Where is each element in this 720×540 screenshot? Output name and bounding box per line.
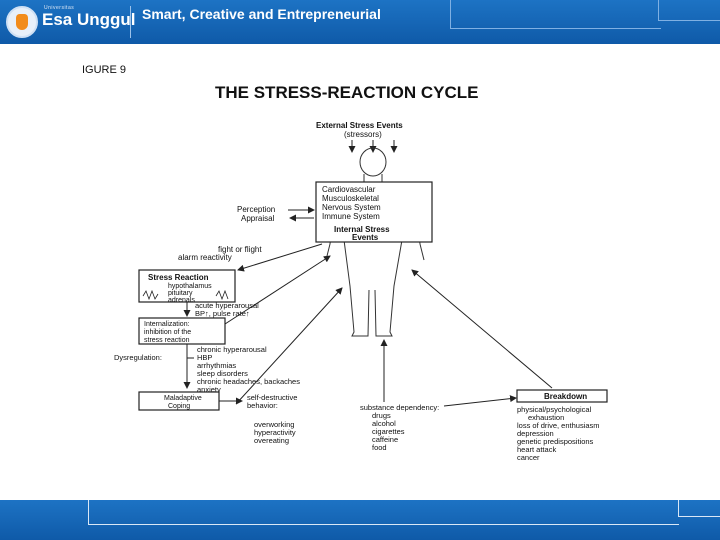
header-decoration-line (450, 0, 661, 29)
substance-item: food (372, 443, 387, 452)
header-decoration-line (658, 0, 720, 21)
behavior-item: hyperactivity (254, 428, 296, 437)
brand-name: Esa Unggul (42, 10, 136, 29)
breakdown-item: exhaustion (528, 413, 564, 422)
fight-flight-label: fight or flight (218, 245, 262, 254)
breakdown-item: physical/psychological (517, 405, 592, 414)
internalization-box (138, 317, 226, 345)
behavior-item: overworking (254, 420, 294, 429)
maladaptive-label: Maladaptive (164, 395, 202, 402)
self-destructive-label: self-destructive (247, 393, 297, 402)
stress-reaction-item: adrenals (168, 297, 195, 304)
diagram-panel-extension (639, 128, 691, 482)
stressors-label: (stressors) (344, 130, 382, 139)
substance-label: substance dependency: (360, 403, 439, 412)
footer-decoration-line (88, 500, 679, 525)
breakdown-item: heart attack (517, 445, 556, 454)
zigzag-icon (142, 289, 229, 301)
stress-reaction-title: Stress Reaction (148, 273, 209, 282)
alarm-reactivity-label: alarm reactivity (178, 253, 232, 262)
stress-reaction-item: hypothalamus (168, 283, 212, 290)
chronic-item: chronic headaches, backaches (197, 377, 300, 386)
substance-item: caffeine (372, 435, 398, 444)
acute-bp-label: BP↑, pulse rate↑ (195, 309, 250, 318)
internalization-item: Internalization: (144, 321, 190, 328)
figure-label: IGURE 9 (82, 64, 126, 76)
chronic-item: chronic hyperarousal (197, 345, 267, 354)
breakdown-to-body-arrow (411, 269, 553, 389)
internalization-item: stress reaction (144, 337, 190, 344)
substance-item: cigarettes (372, 427, 405, 436)
breakdown-title: Breakdown (544, 392, 587, 401)
coping-to-body-arrow (235, 287, 343, 405)
body-system-item: Cardiovascular (322, 185, 376, 194)
body-systems-box (315, 181, 433, 243)
header-divider (130, 6, 131, 38)
chronic-item: HBP (197, 353, 212, 362)
chronic-item: sleep disorders (197, 369, 248, 378)
tagline: Smart, Creative and Entrepreneurial (142, 6, 381, 22)
appraisal-label: Appraisal (241, 214, 275, 223)
body-system-item: Immune System (322, 212, 380, 221)
behavior-label: behavior: (247, 401, 278, 410)
body-system-item: Musculoskeletal (322, 194, 379, 203)
breakdown-box (516, 389, 608, 403)
footer-bar (0, 500, 720, 540)
diagram-panel: IGURE 9 THE STRESS-REACTION CYCLE Extern… (82, 58, 639, 482)
internalization-arrow (224, 255, 331, 325)
coping-label: Coping (168, 403, 190, 410)
dysregulation-label: Dysregulation: (114, 353, 162, 362)
diagram-title: THE STRESS-REACTION CYCLE (215, 83, 479, 102)
external-stress-events-label: External Stress Events (316, 121, 403, 130)
internalization-item: inhibition of the (144, 329, 191, 336)
behavior-item: overeating (254, 436, 289, 445)
chronic-item: arrhythmias (197, 361, 236, 370)
footer-decoration-line (678, 500, 720, 517)
header-bar: Universitas Esa Unggul Smart, Creative a… (0, 0, 720, 44)
substance-to-breakdown-arrow (443, 395, 517, 407)
substance-item: alcohol (372, 419, 396, 428)
internal-stress-events-label: Events (352, 233, 379, 242)
breakdown-item: loss of drive, enthusiasm (517, 421, 600, 430)
chronic-item: anxiety (197, 385, 221, 394)
fight-flight-arrow (237, 243, 323, 272)
university-label: Universitas (44, 5, 75, 11)
internal-stress-events-label: Internal Stress (334, 225, 390, 234)
stress-reaction-item: pituitary (168, 290, 193, 297)
substance-item: drugs (372, 411, 391, 420)
university-logo-icon (6, 6, 38, 38)
body-system-item: Nervous System (322, 203, 381, 212)
perception-label: Perception (237, 205, 275, 214)
breakdown-item: depression (517, 429, 554, 438)
breakdown-item: genetic predispositions (517, 437, 594, 446)
stress-reaction-diagram: IGURE 9 THE STRESS-REACTION CYCLE Extern… (82, 64, 608, 462)
acute-hyperarousal-label: acute hyperarousal (195, 301, 259, 310)
breakdown-item: cancer (517, 453, 540, 462)
